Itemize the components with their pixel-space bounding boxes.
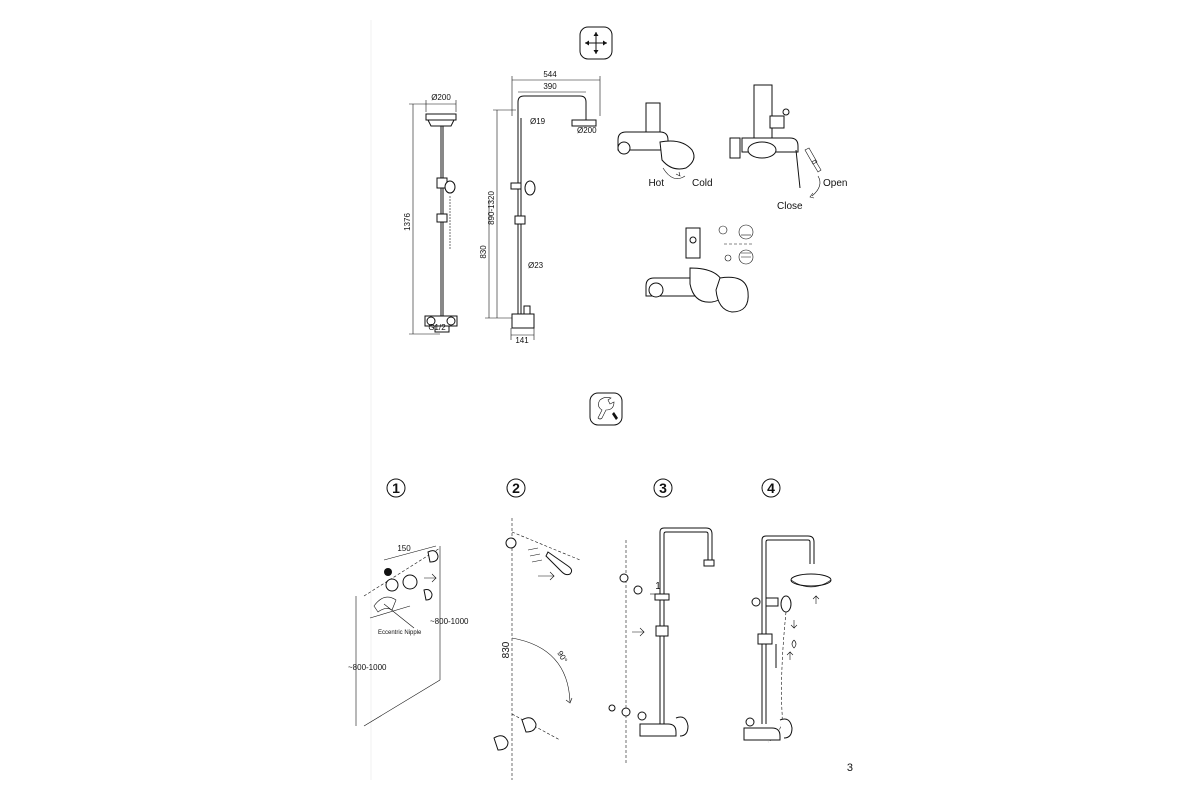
- valve-open-close-drawing: [729, 84, 822, 199]
- wrench-installation-icon: [589, 392, 623, 426]
- step-1-nipple-label: Eccentric Nipple: [378, 630, 422, 636]
- step-marker-4: [761, 478, 781, 498]
- side-lower-height-label: 830: [479, 245, 488, 259]
- step-number-1: 1: [392, 480, 400, 496]
- side-height-range-label: 890-1320: [487, 191, 496, 225]
- step-1-drawing: [355, 545, 441, 727]
- step-marker-1: [386, 478, 406, 498]
- step-number-2: 2: [512, 480, 520, 496]
- open-label: Open: [823, 178, 847, 189]
- step-3-drawing: [608, 527, 715, 764]
- front-view-drawing: [409, 100, 458, 335]
- side-head-diameter-label: Ø200: [577, 126, 597, 135]
- side-lower-pipe-label: Ø23: [528, 261, 544, 270]
- side-upper-pipe-label: Ø19: [530, 117, 546, 126]
- step-3-marker-label: 1: [655, 581, 661, 592]
- side-base-offset-label: 141: [515, 336, 529, 345]
- step-2-drawing: [493, 518, 581, 780]
- step-marker-2: [506, 478, 526, 498]
- step-1-height-left-label: ~800-1000: [348, 663, 387, 672]
- front-height-label: 1376: [403, 213, 412, 231]
- step-number-4: 4: [767, 480, 775, 496]
- step-4-drawing: [743, 535, 832, 743]
- step-marker-3: [653, 478, 673, 498]
- page-number: 3: [847, 762, 853, 774]
- step-number-3: 3: [659, 480, 667, 496]
- mixer-hot-cold-drawing: [617, 102, 695, 179]
- front-inlet-label: G1/2: [428, 323, 446, 332]
- step-1-height-right-label: ~800-1000: [430, 617, 469, 626]
- front-head-diameter-label: Ø200: [431, 93, 451, 102]
- side-arm-inner-label: 390: [543, 82, 557, 91]
- step-2-height-label: 830: [501, 641, 512, 658]
- close-label: Close: [777, 201, 803, 212]
- step-1-spacing-label: 150: [397, 544, 411, 553]
- side-view-drawing: [485, 76, 601, 340]
- cold-label: Cold: [692, 178, 713, 189]
- diverter-mixer-drawing: [645, 224, 754, 313]
- crosshair-dimensions-icon: [579, 26, 613, 60]
- side-arm-outer-label: 544: [543, 70, 557, 79]
- hot-label: Hot: [648, 178, 664, 189]
